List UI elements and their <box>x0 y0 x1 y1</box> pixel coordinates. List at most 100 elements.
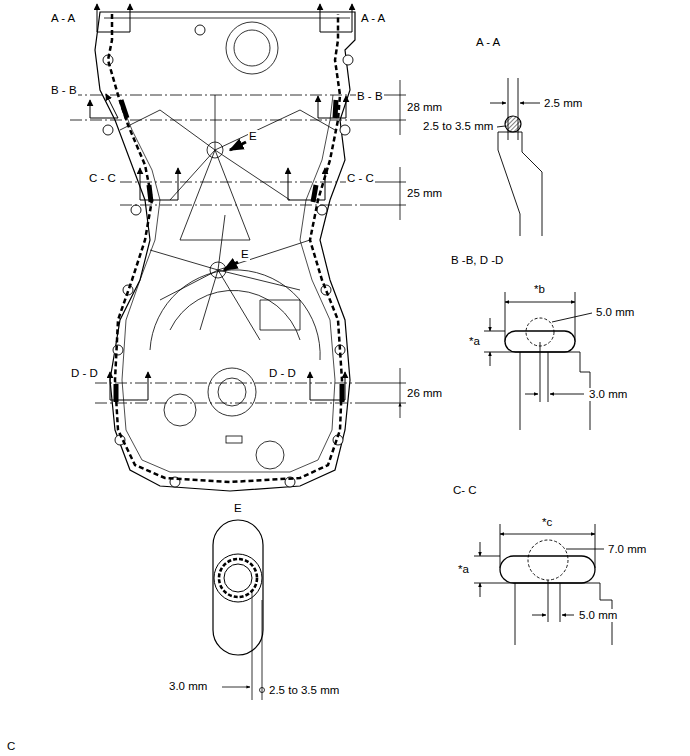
cover-outline <box>120 95 335 472</box>
cover-ribs <box>226 22 278 74</box>
bead-mark <box>116 100 342 402</box>
view-e-detail <box>224 564 252 592</box>
section-arrow <box>130 4 131 32</box>
section-arrow <box>310 372 311 400</box>
label-text: *c <box>541 516 553 529</box>
section-arrow <box>140 168 141 200</box>
sealant-bead <box>108 14 342 482</box>
section-arrow <box>288 200 325 201</box>
section-c-detail <box>562 615 574 616</box>
section-b-detail <box>552 313 592 322</box>
label-text: D - D <box>268 367 297 380</box>
section-a-detail <box>520 103 540 104</box>
section-arrow <box>345 372 346 400</box>
section-arrow <box>318 118 346 119</box>
dimension-text: 25 mm <box>406 187 443 200</box>
section-arrow <box>110 372 111 400</box>
cover-ribs <box>234 30 270 66</box>
label-text: A - A <box>50 12 76 25</box>
cover-ribs <box>120 95 335 240</box>
view-e-detail <box>260 688 265 693</box>
section-arrow <box>110 400 148 401</box>
cover-ribs <box>226 436 242 443</box>
section-c-detail <box>480 542 481 556</box>
cover-ribs <box>208 368 256 416</box>
section-b-detail <box>495 352 590 430</box>
label-text: 2.5 to 3.5 mm <box>268 684 340 697</box>
section-b-detail <box>550 394 584 395</box>
section-a-detail <box>490 103 506 104</box>
label-text: C - C <box>346 172 375 185</box>
label-text: B - B <box>50 84 78 97</box>
section-b-detail <box>505 302 575 303</box>
section-b-detail <box>484 292 592 430</box>
label-text: D - D <box>70 367 99 380</box>
view-e-detail <box>214 554 262 602</box>
cover-ribs <box>210 262 226 278</box>
dimension-line <box>400 80 401 418</box>
label-text: E <box>248 130 258 143</box>
section-c-detail <box>548 580 560 622</box>
section-b-detail <box>526 318 554 346</box>
label-text: C - C <box>88 172 117 185</box>
dimension-text: 28 mm <box>406 101 443 114</box>
cover-outline <box>104 18 350 19</box>
bead-mark <box>116 100 342 402</box>
bolt-hole <box>103 125 113 135</box>
view-e-detail <box>219 559 257 597</box>
section-c-detail <box>532 615 546 616</box>
dimension-line <box>360 95 406 403</box>
section-arrow <box>97 32 130 33</box>
section-arrow <box>346 96 347 118</box>
section-arrow <box>90 118 118 119</box>
label-text: 7.0 mm <box>607 543 647 556</box>
label-text: 2.5 to 3.5 mm <box>422 120 494 133</box>
label-text: *b <box>533 283 546 296</box>
section-b-detail <box>525 394 538 395</box>
bolt-hole <box>340 125 350 135</box>
section-arrow <box>178 168 179 200</box>
section-c-detail <box>500 534 595 535</box>
cut-line <box>70 95 360 403</box>
label-text: C- C <box>452 484 478 497</box>
section-a-detail <box>497 126 505 127</box>
section-c-detail <box>515 583 516 645</box>
cut-line <box>70 95 360 403</box>
section-arrow <box>318 96 319 118</box>
cover-ribs <box>218 378 246 406</box>
bolt-hole <box>195 25 205 35</box>
section-b-detail <box>484 331 505 352</box>
view-e-detail <box>213 520 265 700</box>
view-arrow <box>224 262 238 270</box>
label-text: 5.0 mm <box>595 306 635 319</box>
section-arrow <box>320 32 352 33</box>
section-a-detail <box>505 116 521 132</box>
cover-outline <box>95 12 355 491</box>
section-c-detail <box>474 524 612 645</box>
label-text: E <box>233 502 243 515</box>
section-arrow <box>90 100 91 118</box>
label-text: B - B <box>356 90 384 103</box>
section-a-detail <box>490 78 542 236</box>
label-text: *a <box>468 335 481 348</box>
section-b-detail <box>490 318 491 331</box>
section-c-detail <box>528 540 568 580</box>
section-b-detail <box>490 352 491 366</box>
cover-ribs <box>256 441 284 469</box>
label-text: 2.5 mm <box>543 97 583 110</box>
cover-ribs <box>170 290 300 340</box>
section-a-detail <box>498 132 542 236</box>
bolt-hole <box>343 55 353 65</box>
cover-ribs <box>207 142 223 158</box>
label-text: C <box>6 740 16 753</box>
cover-ribs <box>150 215 310 340</box>
bolt-hole <box>113 345 123 355</box>
dimension-line <box>400 95 401 403</box>
label-text: E <box>240 248 250 261</box>
view-arrow <box>230 142 246 150</box>
section-b-detail <box>520 352 521 430</box>
dimension-line <box>360 80 406 418</box>
section-arrow <box>148 372 149 400</box>
